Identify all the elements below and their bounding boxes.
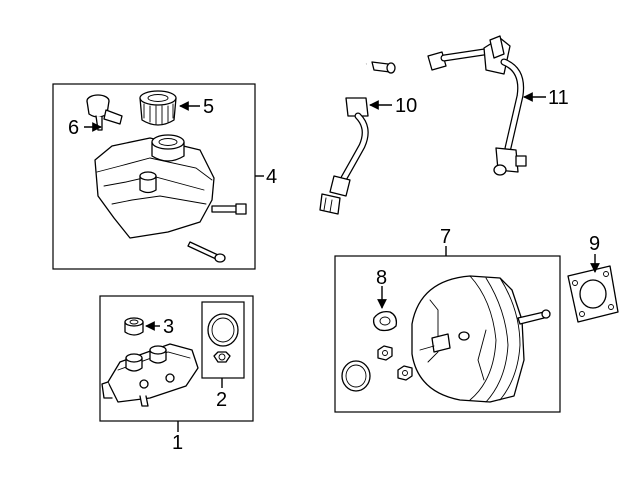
booster-nut-2[interactable] [397, 365, 413, 381]
reservoir-bolt[interactable] [187, 241, 226, 263]
brake-booster-group [334, 246, 561, 413]
booster-o-ring[interactable] [341, 360, 371, 392]
callout-2: 2 [216, 389, 227, 411]
booster-nut-1[interactable] [377, 345, 393, 361]
callout-7: 7 [440, 226, 451, 248]
callout-6: 6 [68, 117, 79, 139]
brake-hose-10[interactable] [319, 61, 396, 215]
callout-4: 4 [266, 166, 277, 188]
callout-8: 8 [376, 267, 387, 289]
callout-10: 10 [395, 95, 417, 117]
reservoir-cap[interactable] [139, 90, 177, 126]
brake-hose-11[interactable] [427, 35, 527, 176]
master-cylinder-group [99, 295, 254, 432]
callout-5: 5 [203, 96, 214, 118]
seal-kit[interactable] [201, 301, 245, 379]
callout-9: 9 [589, 233, 600, 255]
fluid-reservoir[interactable] [94, 134, 247, 239]
booster-gasket[interactable] [567, 265, 619, 323]
brake-booster[interactable] [411, 275, 551, 403]
master-cylinder-group-box [99, 295, 254, 422]
level-sensor[interactable] [86, 94, 123, 131]
master-cylinder[interactable] [101, 343, 199, 407]
brake-booster-group-box [334, 255, 561, 413]
grommet[interactable] [124, 317, 144, 336]
callout-1: 1 [172, 432, 183, 454]
reservoir-group [52, 83, 264, 270]
callout-3: 3 [163, 316, 174, 338]
callout-11: 11 [548, 87, 569, 109]
booster-seal[interactable] [372, 310, 398, 332]
